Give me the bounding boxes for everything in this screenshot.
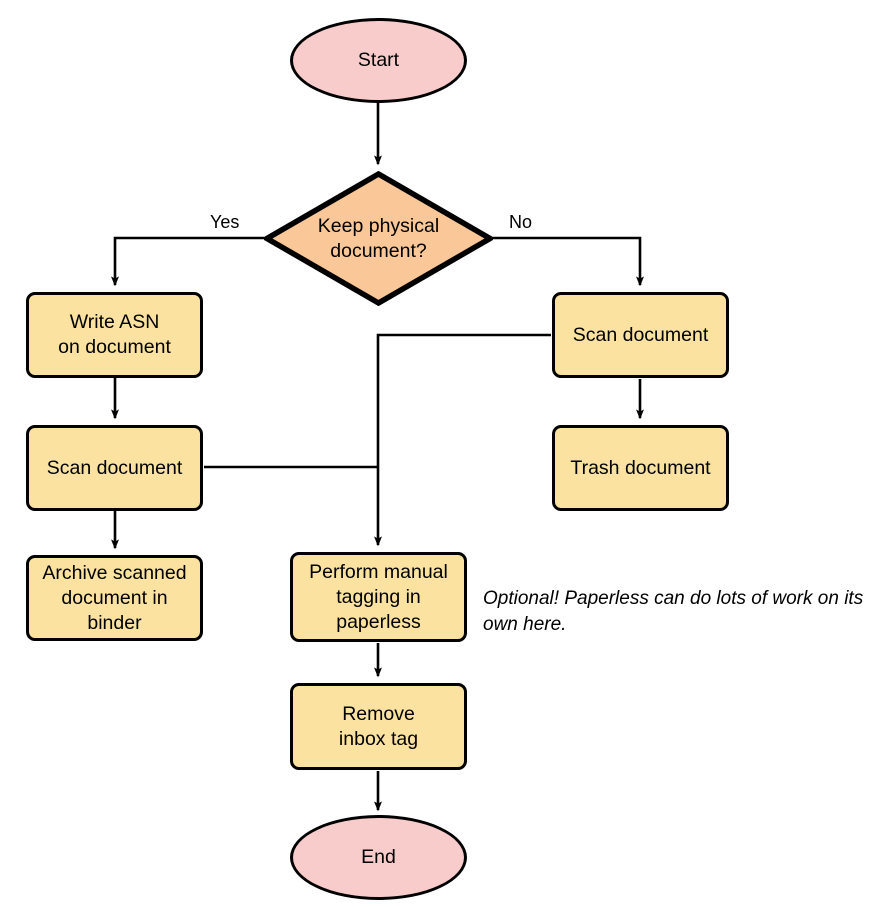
node-perform-manual-tagging[interactable]: Perform manual tagging in paperless: [290, 552, 467, 642]
edge-label-no: No: [509, 212, 533, 232]
node-write-asn-on-document[interactable]: Write ASN on document: [26, 292, 203, 378]
node-trash-document-label: Trash document: [570, 456, 711, 479]
edge-scan-right-to-tagging: [374, 333, 551, 547]
edge-decision-no-to-scan-right: [493, 236, 644, 287]
node-scan-document-left-label: Scan document: [46, 456, 183, 479]
node-scan-document-right[interactable]: Scan document: [552, 292, 729, 378]
diamond-shape-icon: [264, 171, 493, 306]
node-archive-scanned-document[interactable]: Archive scanned document in binder: [26, 555, 203, 641]
edge-decision-yes-to-write-asn: [111, 236, 264, 287]
node-remove-inbox-label: Remove inbox tag: [338, 702, 419, 750]
node-write-asn-label: Write ASN on document: [58, 311, 171, 358]
node-remove-inbox-tag[interactable]: Remove inbox tag: [290, 683, 467, 770]
node-start[interactable]: Start: [290, 18, 467, 103]
node-keep-physical-document-decision[interactable]: Keep physical document?: [264, 171, 493, 306]
node-trash-document[interactable]: Trash document: [552, 425, 729, 511]
node-start-label: Start: [357, 49, 400, 71]
node-end[interactable]: End: [290, 815, 467, 900]
optional-note: Optional! Paperless can do lots of work …: [483, 588, 864, 635]
node-archive-label: Archive scanned document in binder: [42, 561, 187, 634]
node-scan-document-left[interactable]: Scan document: [26, 425, 203, 511]
node-decision-label: Keep physical document?: [317, 214, 440, 262]
edge-label-yes: Yes: [210, 212, 240, 232]
node-end-label: End: [361, 846, 396, 868]
node-scan-document-right-label: Scan document: [572, 323, 709, 346]
node-tagging-label: Perform manual tagging in paperless: [309, 560, 448, 633]
